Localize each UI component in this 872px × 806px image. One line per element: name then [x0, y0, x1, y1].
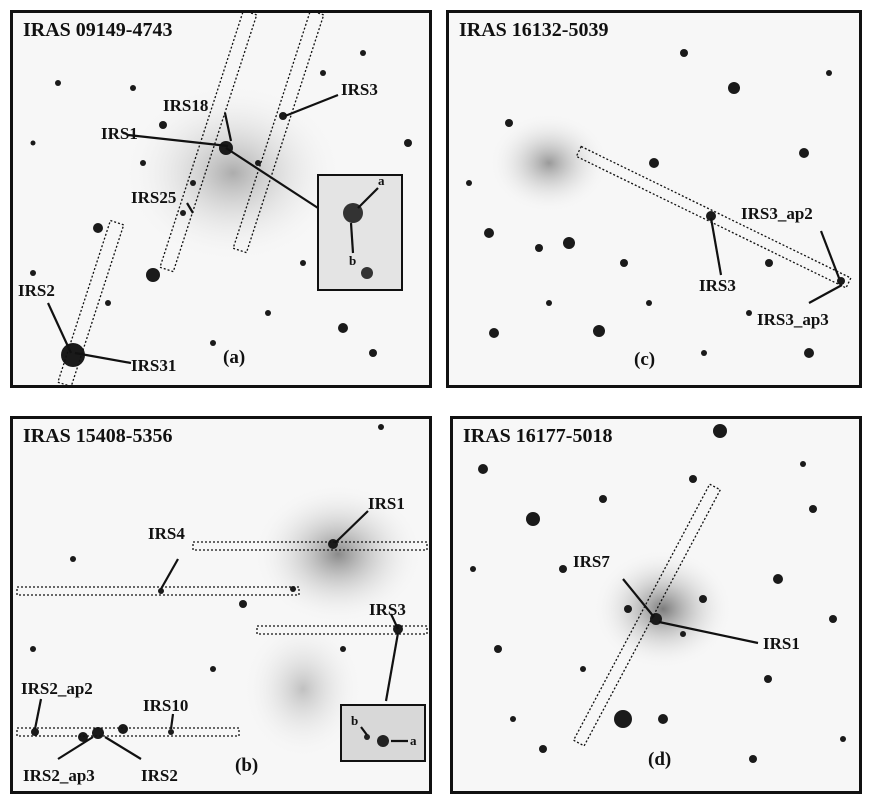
inset-label-b: b [349, 253, 356, 268]
label-irs1: IRS1 [368, 494, 405, 513]
inset-box [340, 704, 426, 762]
inset-pointer [225, 147, 319, 209]
panel-a-field: IRS18 IRS3 IRS1 IRS25 IRS2 IRS31 a b (a) [18, 13, 412, 385]
label-irs1: IRS1 [763, 634, 800, 653]
label-irs4: IRS4 [148, 524, 185, 543]
panel-tag-c: (c) [634, 349, 655, 370]
inset-label-a: a [378, 173, 385, 188]
panel-d-field: IRS7 IRS1 (d) [470, 424, 846, 770]
label-irs2: IRS2 [141, 766, 178, 785]
panel-a-image: IRS18 IRS3 IRS1 IRS25 IRS2 IRS31 a b (a)… [10, 10, 432, 388]
star-field [470, 424, 846, 763]
slit-irs4 [16, 586, 300, 596]
slit-irs1 [192, 541, 428, 551]
label-irs3: IRS3 [699, 276, 736, 295]
slit-irs2 [16, 727, 240, 737]
panel-tag-a: (a) [223, 347, 245, 368]
label-irs3-ap2: IRS3_ap2 [741, 204, 813, 223]
label-irs2-ap2: IRS2_ap2 [21, 679, 93, 698]
panel-title-b: IRAS 15408-5356 [23, 425, 173, 447]
label-irs7: IRS7 [573, 552, 610, 571]
slit-1 [159, 13, 258, 273]
star-field [466, 49, 845, 358]
slit-irs3 [256, 625, 428, 635]
panel-c-image: IRS3_ap2 IRS3 IRS3_ap3 (c) IRAS 16132-50… [446, 10, 862, 388]
inset-label-a: a [410, 733, 417, 748]
label-irs10: IRS10 [143, 696, 188, 715]
label-irs2-ap3: IRS2_ap3 [23, 766, 95, 785]
label-irs31: IRS31 [131, 356, 176, 375]
panel-title-d: IRAS 16177-5018 [463, 425, 613, 447]
panel-title-c: IRAS 16132-5039 [459, 19, 609, 41]
label-irs2: IRS2 [18, 281, 55, 300]
panel-d-image: IRS7 IRS1 (d) IRAS 16177-5018 [450, 416, 862, 794]
inset-box [317, 174, 403, 291]
panel-b-field: IRS1 IRS4 IRS3 IRS2_ap2 IRS10 IRS2_ap3 I… [16, 424, 428, 785]
label-irs25: IRS25 [131, 188, 176, 207]
label-irs18: IRS18 [163, 96, 208, 115]
panel-title-a: IRAS 09149-4743 [23, 19, 173, 41]
label-irs3: IRS3 [369, 600, 406, 619]
panel-c-field: IRS3_ap2 IRS3 IRS3_ap3 (c) [466, 49, 852, 370]
inset-label-b: b [351, 713, 358, 728]
panel-tag-b: (b) [235, 755, 258, 776]
star-field [30, 50, 412, 367]
panel-tag-d: (d) [648, 749, 671, 770]
label-irs1: IRS1 [101, 124, 138, 143]
label-irs3-ap3: IRS3_ap3 [757, 310, 829, 329]
panel-b-image: IRS1 IRS4 IRS3 IRS2_ap2 IRS10 IRS2_ap3 I… [10, 416, 432, 794]
label-irs3: IRS3 [341, 80, 378, 99]
